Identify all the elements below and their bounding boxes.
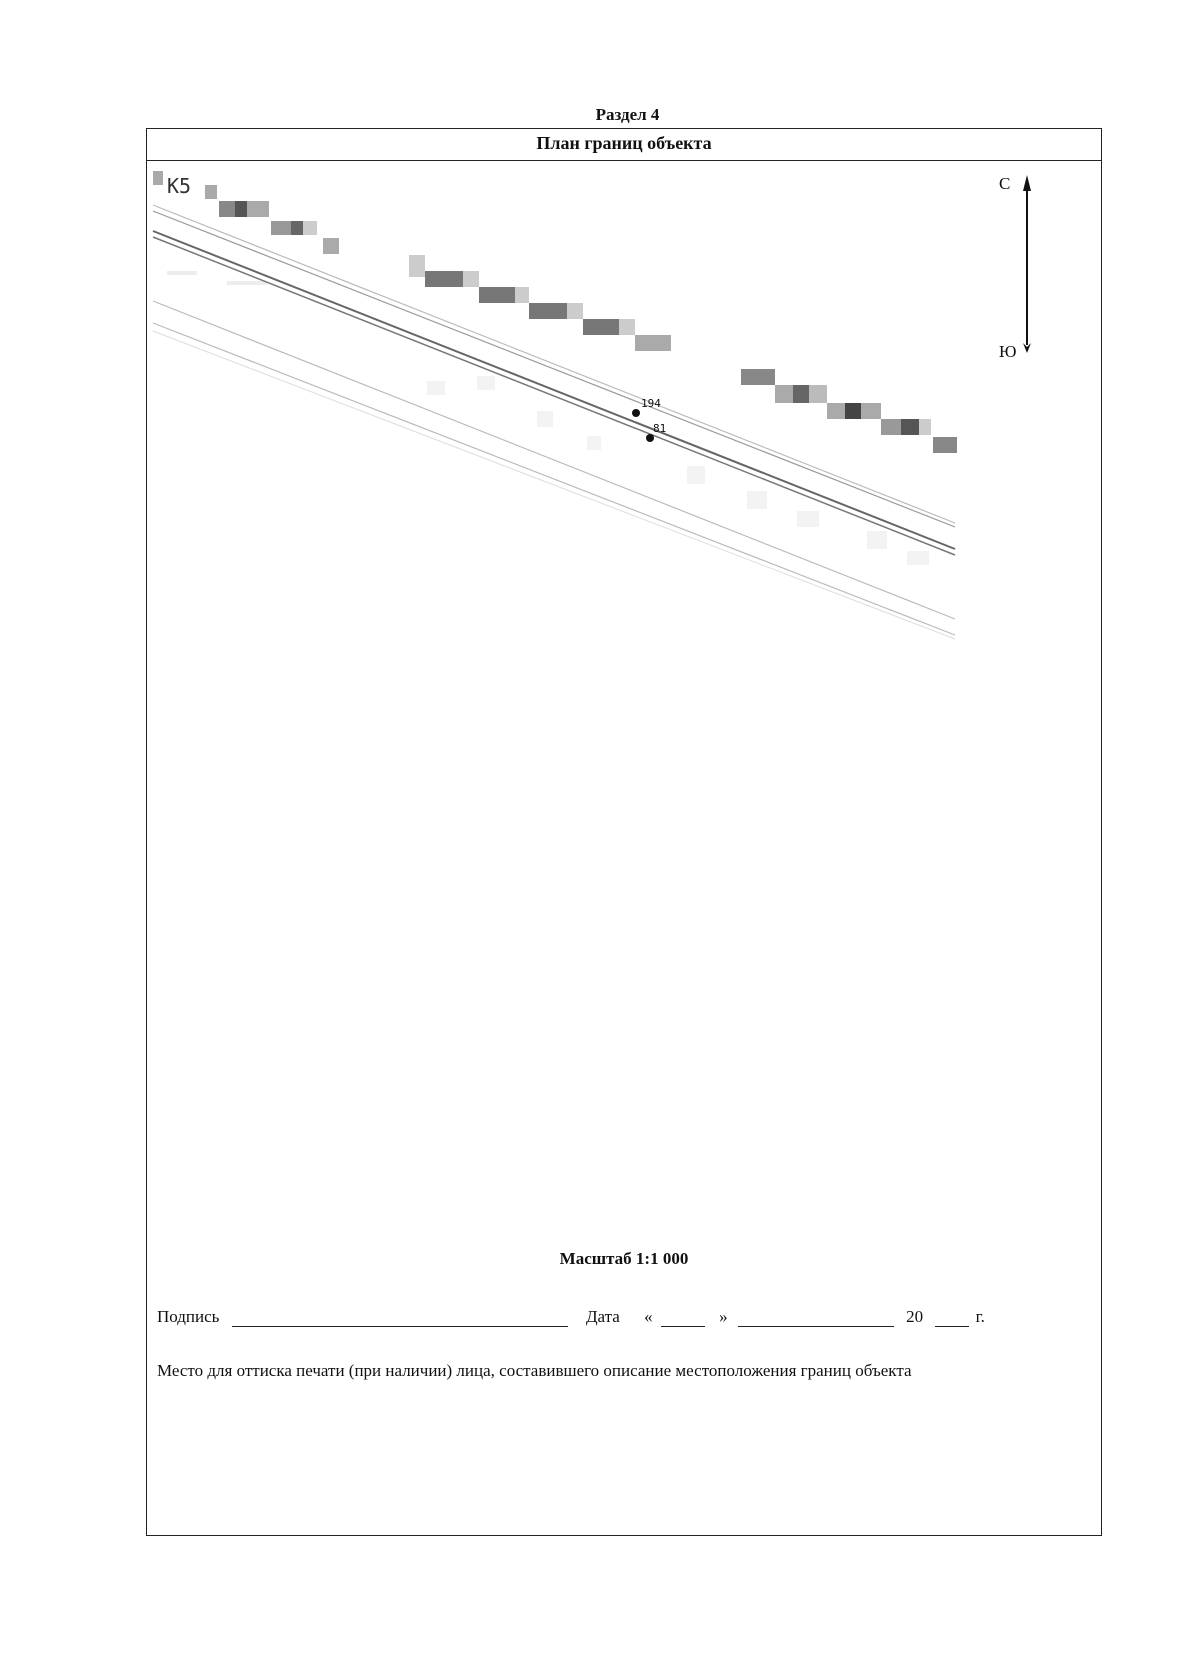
document-frame: План границ объекта [146, 128, 1102, 1536]
boundary-plan-map: К5 194 81 С Ю [152, 171, 1031, 640]
section-title: Раздел 4 [595, 105, 660, 124]
point-label-81: 81 [653, 422, 666, 435]
boundary-point-194 [632, 409, 640, 417]
date-open-quote: « [644, 1307, 653, 1326]
north-label: С [999, 174, 1010, 193]
signature-row: Подпись Дата « » 20 г. [157, 1307, 985, 1327]
boundary-lines [152, 204, 956, 640]
cadastral-blocks [153, 171, 957, 453]
page-title: План границ объекта [147, 129, 1101, 161]
south-label: Ю [999, 342, 1016, 361]
boundary-point-81 [646, 434, 654, 442]
date-label: Дата [585, 1307, 620, 1326]
date-month-field[interactable] [737, 1308, 894, 1327]
north-arrow-icon: С Ю [999, 174, 1031, 361]
scale-label: Масштаб 1:1 000 [559, 1249, 689, 1268]
year-suffix: г. [975, 1307, 985, 1326]
background-noise [167, 271, 929, 565]
signature-field[interactable] [231, 1308, 568, 1327]
boundary-points: 194 81 [632, 397, 666, 442]
date-year-field[interactable] [935, 1308, 970, 1327]
signature-label: Подпись [157, 1307, 220, 1326]
stamp-placeholder-text: Место для оттиска печати (при наличии) л… [157, 1361, 912, 1380]
date-day-field[interactable] [660, 1308, 705, 1327]
date-close-quote: » [719, 1307, 728, 1326]
sheet-label: К5 [167, 174, 191, 198]
year-prefix: 20 [906, 1307, 924, 1326]
point-label-194: 194 [641, 397, 661, 410]
